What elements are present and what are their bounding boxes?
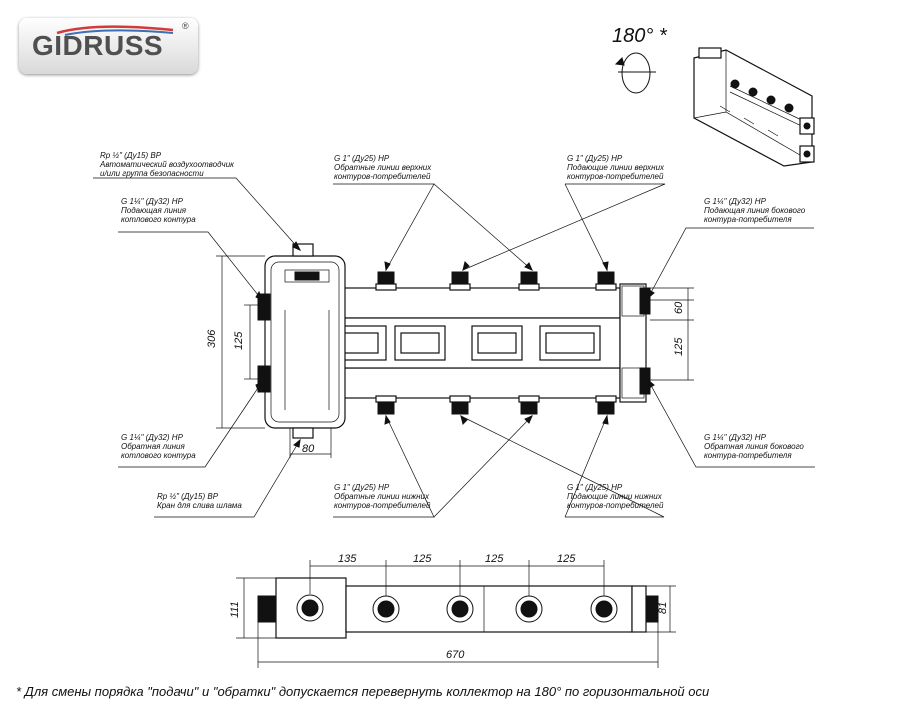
rotation-label: 180° *	[612, 25, 668, 47]
dim-offset-60: 60	[673, 301, 685, 314]
isometric-view	[693, 47, 815, 167]
brand-logo: GIDRUSS ®	[19, 18, 198, 74]
front-dimensions	[216, 255, 694, 458]
side-supply-line-3: контура-потребителя	[704, 215, 792, 224]
lower-return-line-2: Обратные линии нижних	[334, 492, 430, 501]
lower-supply-line-3: контуров-потребителей	[567, 501, 664, 510]
plan-dimensions	[236, 560, 676, 668]
upper-supply-line-2: Подающие линии верхних	[567, 163, 665, 172]
front-view	[257, 243, 651, 439]
boiler-return-line-1: G 1¼" (Ду32) НР	[121, 433, 184, 442]
lower-return-line-1: G 1" (Ду25) НР	[334, 483, 390, 492]
lower-supply-line-1: G 1" (Ду25) НР	[567, 483, 623, 492]
dim-pitch-125-a: 125	[413, 553, 432, 565]
boiler-supply-line-3: котлового контура	[121, 215, 196, 224]
dim-length-670: 670	[446, 649, 465, 661]
logo-registered-mark: ®	[182, 21, 189, 31]
air-vent-line-3: и/или группа безопасности	[100, 169, 204, 178]
dim-depth-111: 111	[229, 601, 241, 618]
drain-line-1: Rp ½" (Ду15) ВР	[157, 492, 219, 501]
upper-supply-line-1: G 1" (Ду25) НР	[567, 154, 623, 163]
dim-depth-81: 81	[657, 602, 669, 614]
air-vent-line-2: Автоматический воздухоотводчик	[99, 160, 235, 169]
boiler-supply-line-1: G 1¼" (Ду32) НР	[121, 197, 184, 206]
dim-spacing-right-125: 125	[673, 337, 685, 356]
boiler-supply-line-2: Подающая линия	[121, 206, 187, 215]
lower-supply-line-2: Подающие линии нижних	[567, 492, 663, 501]
boiler-return-line-3: котлового контура	[121, 451, 196, 460]
dim-width-80: 80	[302, 443, 315, 455]
rotation-arrow-icon	[614, 52, 656, 94]
side-return-line-2: Обратная линия бокового	[704, 442, 804, 451]
side-return-line-3: контура-потребителя	[704, 451, 792, 460]
lower-return-line-3: контуров-потребителей	[334, 501, 431, 510]
drain-line-2: Кран для слива шлама	[157, 501, 242, 510]
logo-text: GIDRUSS	[32, 30, 164, 61]
plan-view	[257, 577, 659, 639]
dim-pitch-125-b: 125	[485, 553, 504, 565]
upper-supply-line-3: контуров-потребителей	[567, 172, 664, 181]
side-return-line-1: G 1¼" (Ду32) НР	[704, 433, 767, 442]
dim-pitch-125-c: 125	[557, 553, 576, 565]
logo-swoosh-icon	[56, 25, 174, 36]
upper-return-line-2: Обратные линии верхних	[334, 163, 432, 172]
dim-height-306: 306	[206, 329, 218, 348]
upper-return-line-3: контуров-потребителей	[334, 172, 431, 181]
boiler-return-line-2: Обратная линия	[121, 442, 185, 451]
upper-return-line-1: G 1" (Ду25) НР	[334, 154, 390, 163]
leader-lines	[93, 177, 815, 518]
side-supply-line-2: Подающая линия бокового	[704, 206, 806, 215]
dim-spacing-left-125: 125	[233, 331, 245, 350]
side-supply-line-1: G 1¼" (Ду32) НР	[704, 197, 767, 206]
footnote: * Для смены порядка "подачи" и "обратки"…	[16, 684, 709, 699]
air-vent-line-1: Rp ½" (Ду15) ВР	[100, 151, 162, 160]
dim-pitch-135: 135	[338, 553, 357, 565]
